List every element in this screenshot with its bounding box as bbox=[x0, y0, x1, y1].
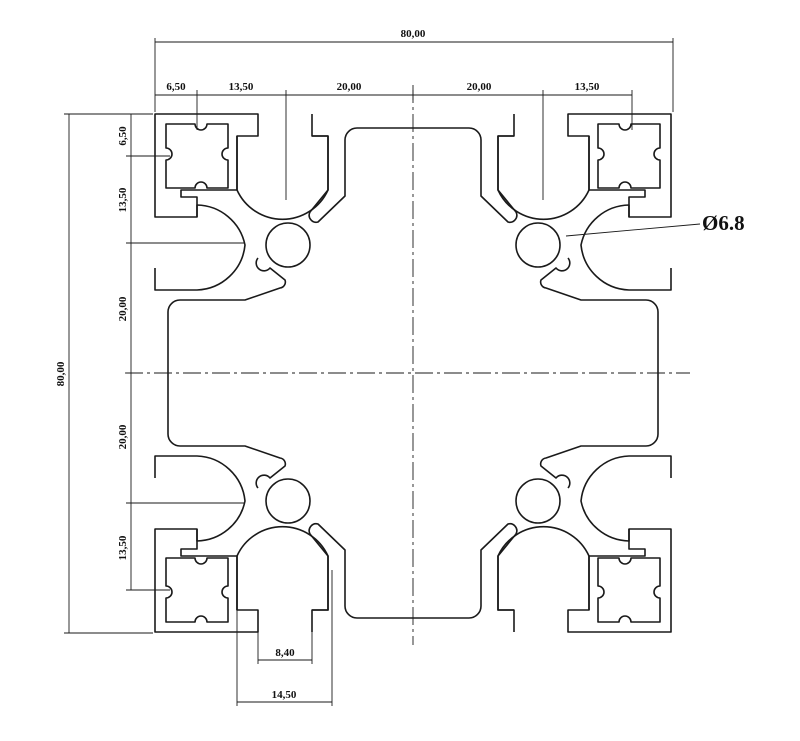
dim-left-6-50: 6,50 bbox=[117, 126, 129, 146]
dim-slot-outer-width: 14,50 bbox=[272, 689, 297, 701]
dim-left-20-00-top: 20,00 bbox=[117, 296, 129, 321]
dim-top-13-50-left: 13,50 bbox=[229, 81, 254, 93]
dim-left-20-00-bottom: 20,00 bbox=[117, 424, 129, 449]
dim-left-13-50-bottom: 13,50 bbox=[117, 535, 129, 560]
dim-slot-width: 8,40 bbox=[275, 647, 295, 659]
dim-overall-width: 80,00 bbox=[401, 28, 426, 40]
dim-top-6-50: 6,50 bbox=[166, 81, 186, 93]
top-dimensions bbox=[154, 38, 674, 200]
dim-left-13-50-top: 13,50 bbox=[117, 187, 129, 212]
bottom-dimensions bbox=[236, 570, 333, 706]
dim-overall-height: 80,00 bbox=[55, 361, 67, 386]
dim-hole-diameter: Ø6.8 bbox=[702, 211, 745, 235]
dim-top-20-00-left: 20,00 bbox=[337, 81, 362, 93]
centerlines bbox=[125, 85, 690, 645]
hole-diameter-leader bbox=[565, 223, 701, 237]
dim-top-13-50-right: 13,50 bbox=[575, 81, 600, 93]
left-dimensions bbox=[64, 113, 245, 634]
dim-top-20-00-right: 20,00 bbox=[467, 81, 492, 93]
